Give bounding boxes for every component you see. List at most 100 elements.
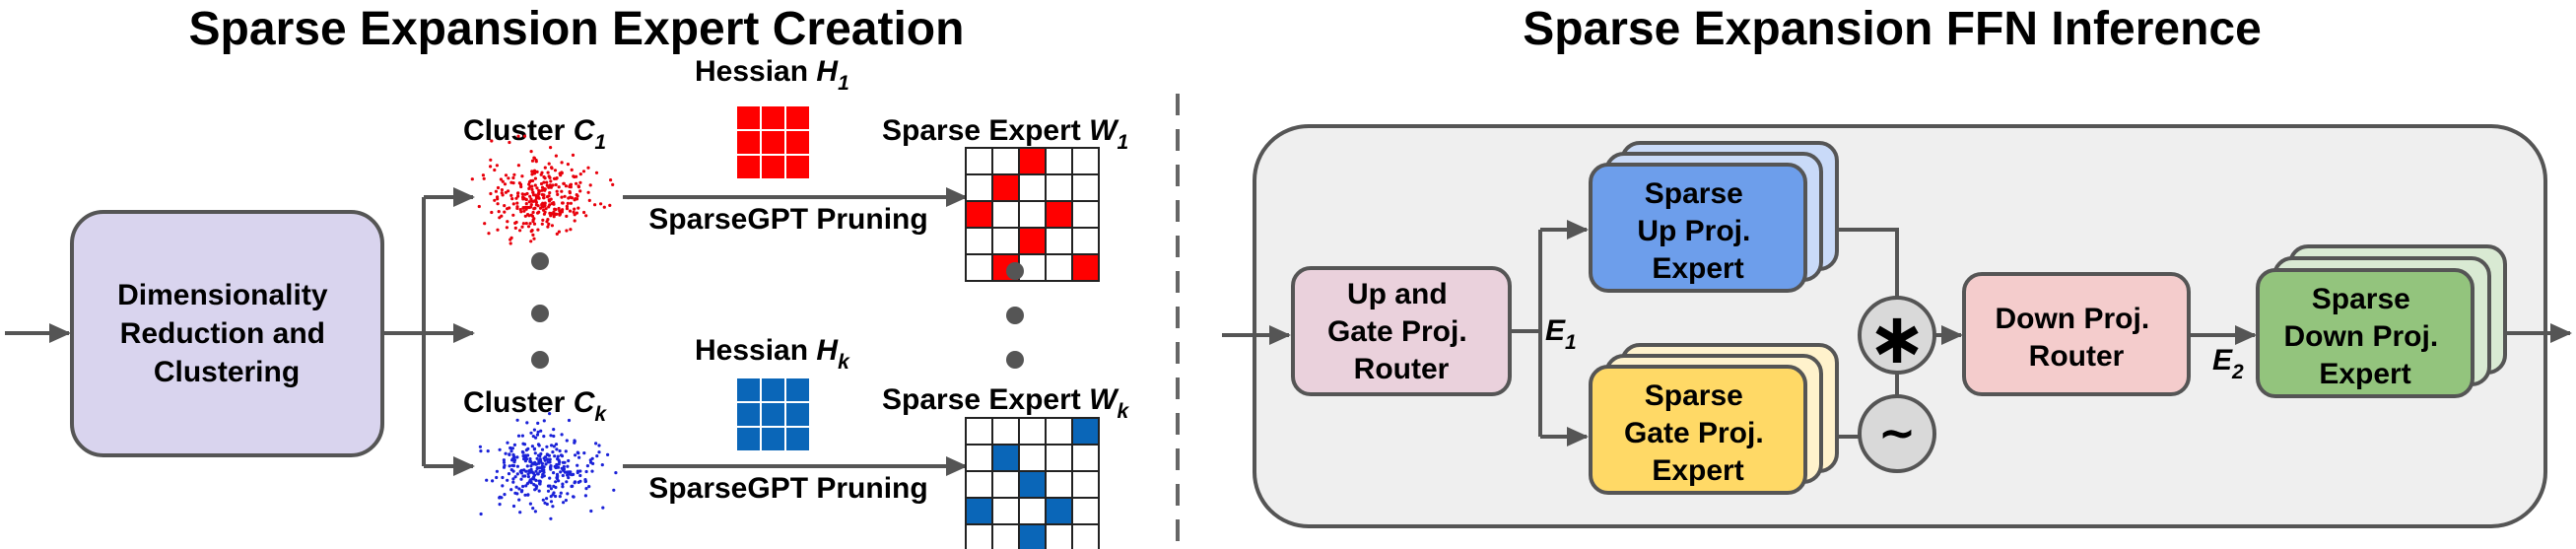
cluster-point	[557, 230, 562, 234]
cluster-point	[560, 189, 564, 193]
cluster-point	[583, 479, 588, 483]
expert-cell	[965, 470, 993, 499]
cluster-point	[501, 475, 505, 480]
cluster-point	[511, 480, 515, 484]
cluster-point	[481, 173, 485, 177]
hessian-cell	[735, 426, 762, 452]
cluster-point	[550, 224, 555, 228]
cluster-point	[575, 181, 578, 185]
hessian-bottom-grid	[735, 377, 811, 452]
cluster-point	[552, 434, 556, 439]
cluster-point	[545, 445, 549, 448]
expert-cell	[1045, 470, 1073, 499]
expert-cell	[1071, 470, 1100, 499]
cluster-point	[528, 459, 532, 463]
cluster-point	[512, 458, 517, 462]
cluster-point	[548, 199, 552, 203]
cluster-point	[550, 166, 554, 170]
cluster-point	[536, 430, 540, 434]
expert-cell	[1018, 417, 1047, 446]
cluster-point	[549, 179, 553, 183]
cluster-point	[524, 222, 528, 226]
cluster-top-scatter	[470, 134, 615, 245]
cluster-point	[516, 194, 520, 198]
right-title: Sparse Expansion FFN Inference	[1523, 3, 2262, 55]
cluster-point	[541, 218, 545, 222]
cluster-point	[549, 465, 553, 469]
cluster-point	[552, 215, 556, 219]
cluster-point	[553, 454, 557, 458]
cluster-point	[527, 200, 531, 204]
gate-expert-box	[1589, 365, 1807, 495]
cluster-point	[577, 455, 581, 459]
expert-cell	[1018, 173, 1047, 202]
cluster-point	[590, 469, 594, 473]
cluster-point	[540, 447, 545, 451]
cluster-point	[508, 241, 512, 245]
cluster-point	[552, 471, 556, 475]
cluster-point	[602, 205, 606, 209]
cluster-point	[534, 469, 538, 473]
cluster-point	[532, 222, 537, 226]
cluster-point	[564, 499, 569, 503]
cluster-point	[565, 214, 569, 218]
cluster-point	[576, 206, 580, 210]
expert-cell	[1071, 417, 1100, 446]
cluster-point	[549, 146, 553, 150]
cluster-point	[561, 201, 565, 205]
cluster-point	[528, 502, 533, 506]
expert-cell	[1045, 173, 1073, 202]
expert-cell	[965, 227, 993, 255]
expert-cell	[1045, 147, 1073, 175]
expert-cell	[1071, 444, 1100, 472]
cluster-point	[556, 454, 560, 458]
cluster-point	[503, 210, 507, 214]
cluster-point	[569, 182, 574, 186]
expert-cell	[965, 523, 993, 549]
cluster-point	[538, 458, 542, 463]
cluster-point	[547, 222, 551, 226]
ellipsis-dot	[531, 351, 549, 369]
cluster-point	[549, 434, 553, 438]
cluster-point	[504, 173, 508, 177]
cluster-point	[554, 154, 559, 158]
hessian-cell	[784, 104, 811, 131]
cluster-point	[508, 464, 511, 468]
cluster-point	[511, 504, 516, 509]
cluster-point	[565, 480, 569, 484]
cluster-point	[582, 210, 586, 215]
expert-cell	[1045, 253, 1073, 282]
cluster-point	[546, 171, 550, 174]
cluster-point	[486, 449, 490, 453]
cluster-point	[515, 201, 519, 205]
cluster-point	[537, 196, 541, 200]
cluster-point	[516, 164, 521, 168]
cluster-point	[570, 484, 575, 488]
cluster-point	[561, 473, 565, 478]
cluster-point	[542, 196, 546, 200]
cluster-point	[485, 478, 489, 482]
cluster-point	[536, 421, 540, 425]
cluster-point	[608, 203, 612, 207]
cluster-point	[550, 444, 554, 447]
cluster-point	[527, 480, 531, 484]
cluster-point	[490, 210, 494, 215]
cluster-point	[524, 448, 529, 452]
cluster-point	[503, 182, 508, 186]
cluster-point	[546, 225, 550, 229]
cluster-point	[518, 208, 522, 212]
up-expert-box	[1589, 163, 1807, 293]
cluster-point	[576, 463, 579, 467]
cluster-point	[551, 493, 555, 497]
cluster-point	[567, 418, 572, 423]
cluster-point	[518, 229, 522, 233]
expert-cell	[965, 253, 993, 282]
cluster-point	[573, 440, 576, 444]
cluster-point	[525, 464, 529, 468]
cluster-point	[541, 469, 545, 473]
cluster-point	[566, 201, 570, 205]
hessian-cell	[735, 377, 762, 403]
cluster-point	[513, 226, 517, 230]
hessian-top-label: Hessian H1	[695, 55, 849, 95]
